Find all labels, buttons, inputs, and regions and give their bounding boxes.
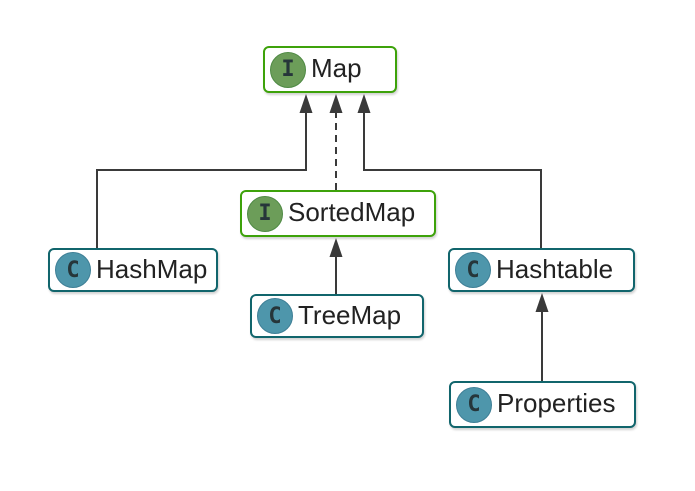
class-icon: C [257,298,293,334]
class-name-properties: Properties [497,388,616,418]
edge-hashtable-to-map [363,112,542,248]
class-name-map: Map [311,53,362,83]
class-box-map: I Map [263,46,397,93]
class-icon: C [55,252,91,288]
arrowhead-sortedmap-to-map [329,94,343,113]
arrowhead-properties-to-hashtable [535,293,549,312]
arrowhead-hashtable-to-map [357,94,371,113]
interface-icon: I [247,195,283,232]
class-box-sortedmap: I SortedMap [240,190,436,237]
class-box-properties: C Properties [449,381,636,428]
class-icon: C [455,252,491,288]
edge-hashmap-to-map [96,112,307,248]
class-box-treemap: C TreeMap [250,294,424,338]
class-box-hashtable: C Hashtable [448,248,635,292]
class-box-hashmap: C HashMap [48,248,218,292]
interface-icon: I [270,51,306,88]
arrowhead-treemap-to-sortedmap [329,238,343,257]
class-name-hashtable: Hashtable [496,253,614,284]
class-name-hashmap: HashMap [96,253,208,284]
arrowhead-hashmap-to-map [299,94,313,113]
class-icon: C [456,386,492,423]
class-name-sortedmap: SortedMap [288,197,416,227]
class-name-treemap: TreeMap [298,299,402,330]
